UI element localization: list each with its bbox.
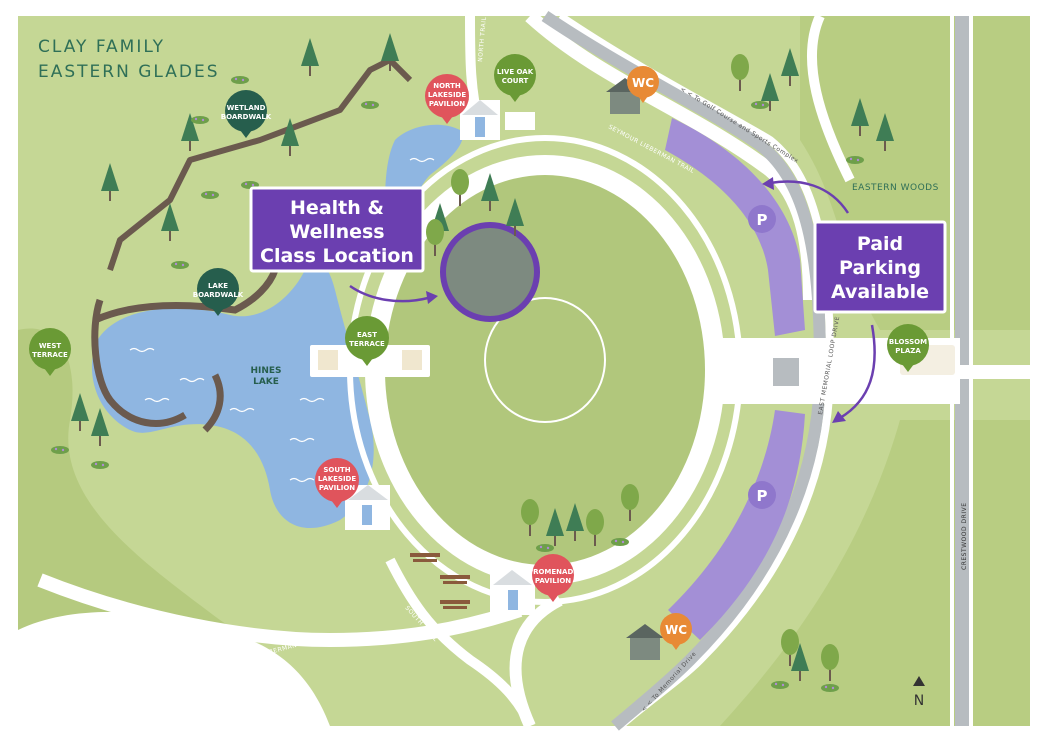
pin-label-line: PAVILION <box>319 484 355 492</box>
pin-label-line: BOARDWALK <box>193 291 244 299</box>
pin-label-line: BOARDWALK <box>221 113 272 121</box>
parking-symbol: P <box>757 211 768 229</box>
pin-east-terrace[interactable]: EAST TERRACE <box>345 316 389 366</box>
pin-label-line: PROMENADE <box>528 568 578 576</box>
pin-promenade-pavilion[interactable]: PROMENADE PAVILION <box>528 554 578 602</box>
live-oak-court-building <box>505 112 535 130</box>
pin-label-line: SOUTH <box>323 466 350 474</box>
pin-label-line: LAKE <box>253 377 279 387</box>
pin-wetland-boardwalk[interactable]: WETLAND BOARDWALK <box>221 90 272 138</box>
pin-wc-south[interactable]: WC <box>660 613 692 650</box>
east-terrace-block-2 <box>402 350 422 370</box>
callout-line: Health & <box>290 197 384 219</box>
pin-label-line: EAST <box>357 331 377 339</box>
pin-label-line: PAVILION <box>429 100 465 108</box>
paid-parking-callout[interactable]: Paid Parking Available <box>813 220 947 314</box>
compass-label: N <box>914 693 924 709</box>
parking-lot-north <box>665 118 805 336</box>
lake-boardwalk-west <box>91 298 187 427</box>
pin-south-lakeside-pavilion[interactable]: SOUTH LAKESIDE PAVILION <box>315 458 359 508</box>
pin-west-terrace[interactable]: WEST TERRACE <box>29 328 71 376</box>
promenade-pavilion-building <box>490 570 535 615</box>
lawn-center-circle <box>484 297 606 423</box>
crestwood-drive-label: CRESTWOOD DRIVE <box>961 503 968 570</box>
wc-label: WC <box>665 623 687 637</box>
wc-label: WC <box>632 76 654 90</box>
pin-label-line: LAKE <box>208 282 228 290</box>
east-woods-trail <box>806 13 855 183</box>
pin-label-line: COURT <box>502 77 529 85</box>
hines-lake-water <box>91 261 374 529</box>
pin-label-line: HINES <box>250 366 281 376</box>
north-lakeside-pavilion-building <box>460 100 500 140</box>
pin-label-line: TERRACE <box>32 351 68 359</box>
pin-label-line: NORTH <box>433 82 461 90</box>
callout-line: Wellness <box>289 221 384 243</box>
pin-label-line: LAKESIDE <box>428 91 467 99</box>
east-terrace-block-1 <box>318 350 338 370</box>
road-crossing <box>773 358 799 386</box>
health-wellness-callout[interactable]: Health & Wellness Class Location <box>249 186 425 273</box>
parking-marker-south[interactable]: P <box>748 481 776 509</box>
parking-symbol: P <box>757 487 768 505</box>
parking-marker-north[interactable]: P <box>748 205 776 233</box>
pin-label-line: LIVE OAK <box>497 68 534 76</box>
pin-label-line: PLAZA <box>895 347 921 355</box>
southwest-corner <box>18 611 330 726</box>
pin-north-lakeside-pavilion[interactable]: NORTH LAKESIDE PAVILION <box>425 74 469 124</box>
north-compass: N <box>913 676 925 709</box>
pin-label-line: WEST <box>39 342 62 350</box>
pin-label-line: WETLAND <box>227 104 266 112</box>
lake-boardwalk-south <box>202 373 224 433</box>
callout-line: Paid <box>857 233 903 255</box>
map-title-line2: EASTERN GLADES <box>38 62 220 82</box>
pin-blossom-plaza[interactable]: BLOSSOM PLAZA <box>887 324 929 372</box>
pin-wc-north[interactable]: WC <box>627 66 659 103</box>
arrowheads <box>426 177 846 423</box>
callout-arrows <box>349 180 876 420</box>
south-trail <box>385 557 535 728</box>
pin-label-line: TERRACE <box>349 340 385 348</box>
health-class-location-circle <box>440 222 540 322</box>
north-arrow-icon <box>913 676 925 686</box>
callout-line: Class Location <box>260 245 414 267</box>
map-title-line1: CLAY FAMILY <box>38 37 165 57</box>
pin-label-line: BLOSSOM <box>889 338 927 346</box>
wetland-boardwalk-path <box>107 57 413 271</box>
pin-label-line: PAVILION <box>535 577 571 585</box>
pin-label-line: LAKESIDE <box>318 475 357 483</box>
eastern-woods-label: EASTERN WOODS <box>852 183 939 193</box>
pin-lake-boardwalk[interactable]: LAKE BOARDWALK <box>193 268 244 316</box>
east-connector <box>960 365 1030 379</box>
callout-line: Parking <box>839 257 921 279</box>
callout-line: Available <box>831 281 929 303</box>
north-trail-label: NORTH TRAIL <box>477 16 488 62</box>
pin-hines-lake[interactable]: HINES LAKE <box>244 353 288 403</box>
water-waves <box>129 157 435 483</box>
parking-lot-south <box>668 410 805 640</box>
pin-live-oak-court[interactable]: LIVE OAK COURT <box>494 54 536 102</box>
picnic-tables <box>410 553 470 609</box>
wc-building-south <box>626 624 664 660</box>
seymour-lieberman-trail-sw <box>37 573 523 648</box>
